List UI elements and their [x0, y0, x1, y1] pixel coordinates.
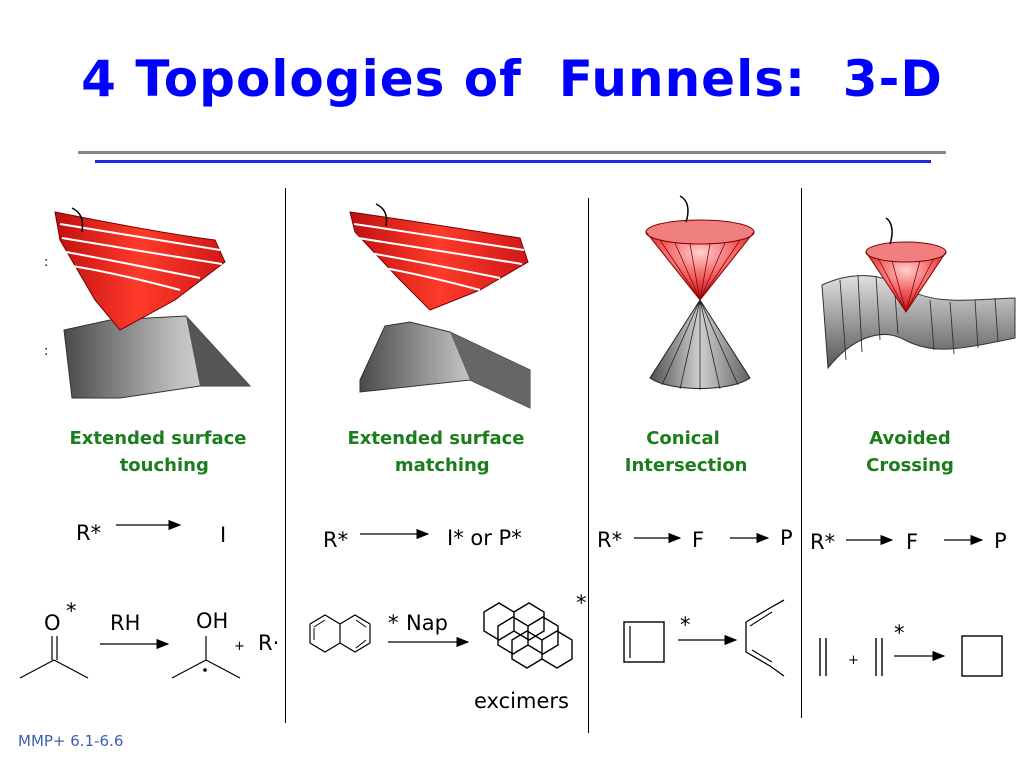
svg-text::: :	[44, 255, 48, 270]
svg-text::: :	[44, 344, 48, 359]
surface-matching-figure	[349, 203, 531, 409]
example-ketone-reaction: O * RH OH + R·	[19, 599, 279, 679]
scheme-touching-from: R*	[76, 521, 101, 545]
avoided-crossing-figure	[821, 217, 1016, 370]
title-underline-blue	[95, 160, 931, 163]
radical-r: R·	[258, 631, 279, 655]
scheme-avoided-from: R*	[810, 530, 835, 554]
scheme-touching: R* I	[76, 519, 226, 547]
title-underline-grey	[78, 151, 946, 154]
scheme-avoided-to: P	[994, 529, 1007, 553]
reagent-rh: RH	[110, 611, 140, 635]
scheme-matching-to: I* or P*	[447, 526, 522, 550]
plus-sign-1: +	[234, 639, 245, 654]
ketone-oxygen: O	[44, 611, 61, 635]
ketone-star: *	[66, 599, 77, 623]
scheme-avoided-mid: F	[906, 530, 918, 554]
plus-sign-2: +	[848, 653, 859, 668]
column-divider-3	[801, 188, 802, 718]
reagent-nap: Nap	[406, 611, 448, 635]
caption-conical: Conical Intersection	[624, 428, 748, 476]
caption-touching: Extended surface touching	[69, 428, 247, 476]
column-divider-2	[588, 198, 589, 733]
scheme-touching-to: I	[220, 523, 226, 547]
excimer-star: *	[576, 591, 587, 615]
scheme-matching-from: R*	[323, 528, 348, 552]
conical-intersection-figure	[645, 195, 755, 390]
surface-touching-figure: : :	[44, 207, 252, 399]
example-cyclobutene: *	[623, 599, 785, 677]
caption-avoided: Avoided Crossing	[866, 428, 954, 476]
page-title: 4 Topologies of Funnels: 3-D	[81, 50, 943, 108]
footer-reference: MMP+ 6.1-6.6	[18, 732, 124, 750]
scheme-matching: R* I* or P*	[323, 526, 522, 552]
product-oh: OH	[196, 609, 228, 633]
example-naphthalene-excimer: * Nap * excimers	[309, 591, 587, 713]
ethylene-star: *	[894, 621, 905, 645]
example-ethylene-dimerization: + *	[819, 621, 1003, 677]
caption-matching: Extended surface matching	[347, 428, 525, 476]
column-divider-1	[285, 188, 286, 723]
scheme-conical-to: P	[780, 526, 793, 550]
cyclobutene-star: *	[680, 613, 691, 637]
scheme-conical-mid: F	[692, 528, 704, 552]
scheme-conical: R* F P	[597, 526, 793, 552]
scheme-avoided: R* F P	[810, 529, 1007, 554]
naphthalene-star: *	[388, 611, 399, 635]
scheme-conical-from: R*	[597, 528, 622, 552]
excimers-label: excimers	[474, 689, 569, 713]
